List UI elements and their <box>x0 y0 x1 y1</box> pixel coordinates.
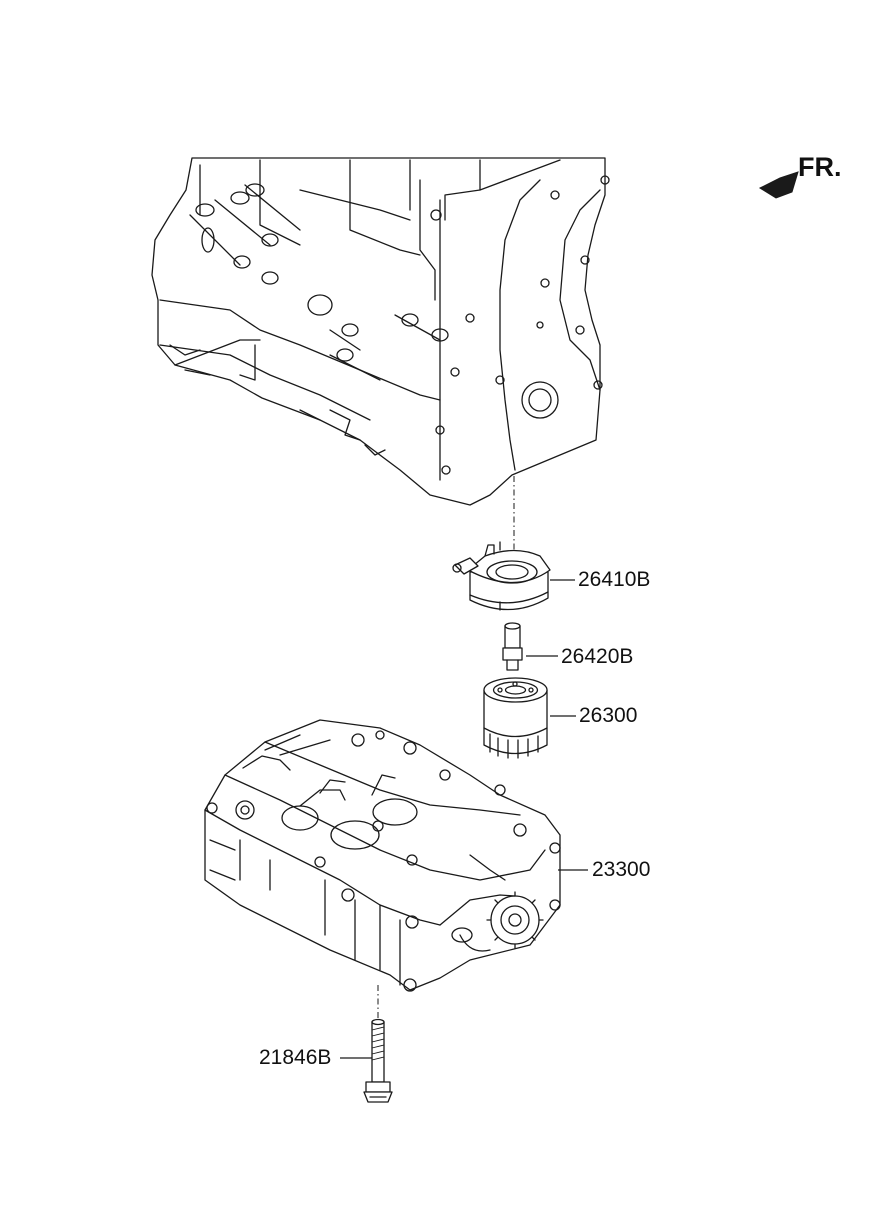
fitting-part <box>502 622 523 671</box>
engine-block <box>151 157 610 506</box>
balance-shaft-module <box>204 719 561 992</box>
oil-filter-part <box>483 677 548 759</box>
oil-cooler-part <box>452 541 551 611</box>
bolt-part <box>363 1018 393 1103</box>
callout-21846B: 21846B <box>259 1046 332 1069</box>
callout-23300: 23300 <box>592 858 651 881</box>
front-direction-arrow-icon <box>758 171 799 199</box>
front-direction-label: FR. <box>798 152 842 182</box>
callout-26300: 26300 <box>579 704 638 727</box>
callout-26410B: 26410B <box>578 568 651 591</box>
callout-26420B: 26420B <box>561 645 634 668</box>
